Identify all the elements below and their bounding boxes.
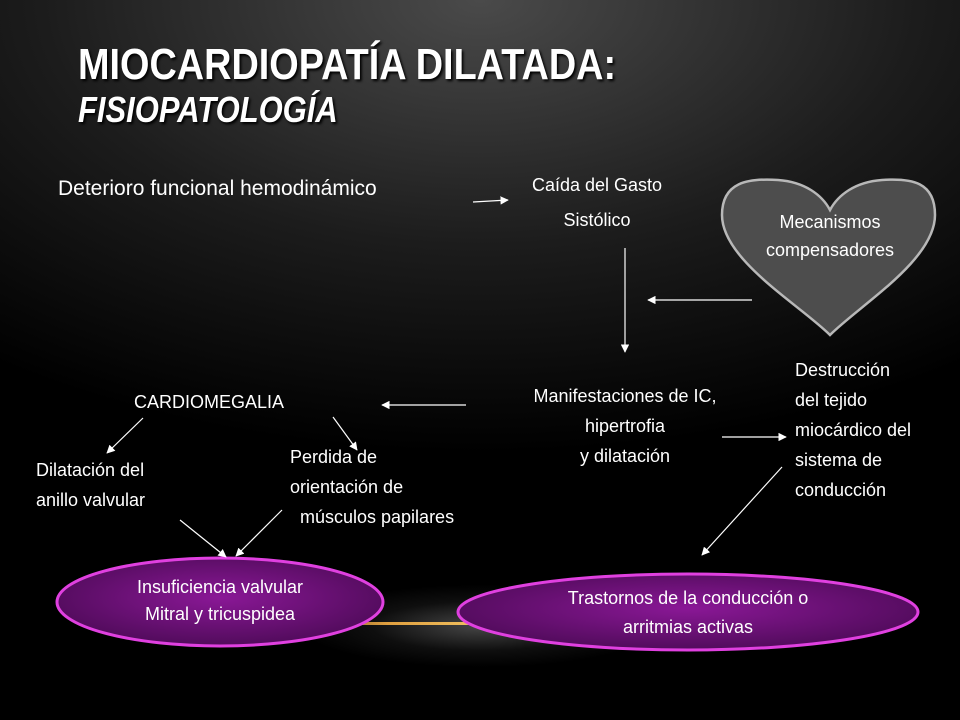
node-deterioro: Deterioro funcional hemodinámico	[58, 172, 377, 206]
trastornos-line-2: arritmias activas	[622, 617, 754, 637]
destruccion-line-4: sistema de	[795, 450, 883, 470]
perdida-line-2: orientación de	[290, 477, 404, 497]
mecanismos-line-1: Mecanismos	[779, 212, 881, 232]
node-caida-gasto: Caída del Gasto Sistólico	[502, 168, 692, 238]
cardiomegalia-text: CARDIOMEGALIA	[134, 392, 285, 412]
caida-line-1: Caída del Gasto	[531, 175, 663, 195]
perdida-line-1: Perdida de	[290, 447, 378, 467]
node-destruccion: Destrucción del tejido miocárdico del si…	[795, 355, 911, 505]
destruccion-line-5: conducción	[795, 480, 887, 500]
arrow-dilatacion-to-insuficiencia	[179, 519, 227, 558]
dilatacion-line-1: Dilatación del	[36, 460, 145, 480]
node-mecanismos: Mecanismos compensadores	[728, 208, 932, 264]
mecanismos-line-2: compensadores	[765, 240, 895, 260]
trastornos-line-1: Trastornos de la conducción o	[567, 588, 809, 608]
node-insuficiencia: Insuficiencia valvular Mitral y tricuspi…	[80, 574, 360, 628]
node-dilatacion: Dilatación del anillo valvular	[36, 455, 145, 515]
manifestaciones-line-1: Manifestaciones de IC,	[533, 386, 717, 406]
arrow-deterioro-to-caida	[472, 196, 509, 205]
caida-line-2: Sistólico	[563, 210, 631, 230]
insuficiencia-ellipse	[55, 556, 385, 648]
deterioro-text: Deterioro funcional hemodinámico	[58, 177, 377, 200]
destruccion-line-2: del tejido	[795, 390, 868, 410]
insuficiencia-line-2: Mitral y tricuspidea	[144, 604, 296, 624]
title-block: MIOCARDIOPATÍA DILATADA: FISIOPATOLOGÍA	[78, 40, 704, 130]
manifestaciones-line-3: y dilatación	[579, 446, 671, 466]
node-manifestaciones: Manifestaciones de IC, hipertrofia y dil…	[490, 381, 760, 471]
trastornos-ellipse	[456, 572, 920, 652]
slide-subtitle: FISIOPATOLOGÍA	[78, 89, 338, 130]
node-perdida: Perdida de orientación de músculos papil…	[290, 442, 454, 532]
slide-title: MIOCARDIOPATÍA DILATADA:	[78, 40, 617, 89]
perdida-line-3: músculos papilares	[300, 507, 455, 527]
insuficiencia-line-1: Insuficiencia valvular	[136, 577, 304, 597]
manifestaciones-line-2: hipertrofia	[584, 416, 666, 436]
heart-shape	[720, 178, 937, 337]
arrow-destruccion-to-trastornos	[701, 466, 783, 556]
dilatacion-line-2: anillo valvular	[36, 490, 146, 510]
arrow-perdida-to-insuficiencia	[235, 509, 283, 557]
arrow-cardiomegalia-to-dilatacion	[106, 417, 144, 454]
arrow-cardiomegalia-to-perdida	[332, 416, 358, 451]
node-trastornos: Trastornos de la conducción o arritmias …	[490, 584, 886, 642]
destruccion-line-1: Destrucción	[795, 360, 891, 380]
node-cardiomegalia: CARDIOMEGALIA	[134, 387, 284, 417]
destruccion-line-3: miocárdico del	[795, 420, 912, 440]
